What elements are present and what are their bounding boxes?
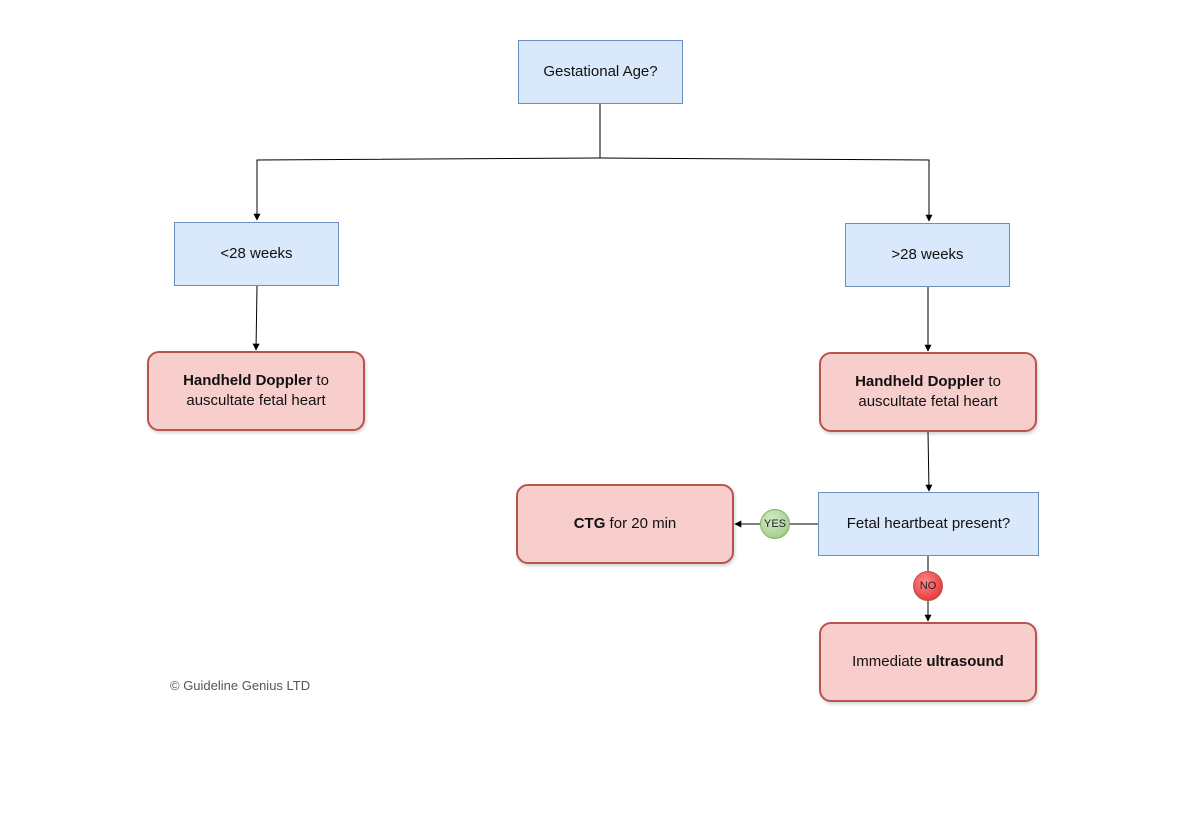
gestational-age-label: Gestational Age? [543,63,658,80]
copyright-text: © Guideline Genius LTD [170,678,311,693]
gestational-age-node: Gestational Age? [518,40,683,104]
yes-badge-label: YES [763,518,786,530]
over-28-weeks-label: >28 weeks [891,246,964,263]
ultrasound-bold: ultrasound [926,653,1004,670]
ctg-node: CTG for 20 min [516,484,734,564]
ctg-text: CTG for 20 min [574,514,677,534]
ultrasound-rest: Immediate [852,653,927,670]
heartbeat-question-node: Fetal heartbeat present? [818,492,1039,556]
connector-to-under-28 [253,157,601,221]
doppler-right-text: Handheld Doppler to auscultate fetal hea… [833,372,1023,412]
doppler-left-rest: to auscultate fetal heart [186,372,329,409]
no-badge: NO [913,571,943,601]
doppler-right-rest: to auscultate fetal heart [858,373,1001,410]
yes-badge: YES [760,509,790,539]
ctg-bold: CTG [573,515,606,532]
doppler-left-text: Handheld Doppler to auscultate fetal hea… [161,371,351,411]
under-28-weeks-node: <28 weeks [174,222,339,286]
over-28-weeks-node: >28 weeks [845,223,1010,287]
heartbeat-question-label: Fetal heartbeat present? [846,515,1011,532]
ultrasound-text: Immediate ultrasound [852,652,1004,672]
ctg-rest: for 20 min [605,515,677,532]
doppler-left-bold: Handheld Doppler [183,372,313,389]
connector-to-over-28 [599,157,933,222]
doppler-right-bold: Handheld Doppler [855,373,985,390]
doppler-right-node: Handheld Doppler to auscultate fetal hea… [819,352,1037,432]
under-28-weeks-label: <28 weeks [220,245,293,262]
ultrasound-node: Immediate ultrasound [819,622,1037,702]
connector-under-28-to-doppler [252,285,260,351]
no-badge-label: NO [919,580,937,592]
doppler-left-node: Handheld Doppler to auscultate fetal hea… [147,351,365,431]
connector-doppler-to-question [925,431,933,492]
